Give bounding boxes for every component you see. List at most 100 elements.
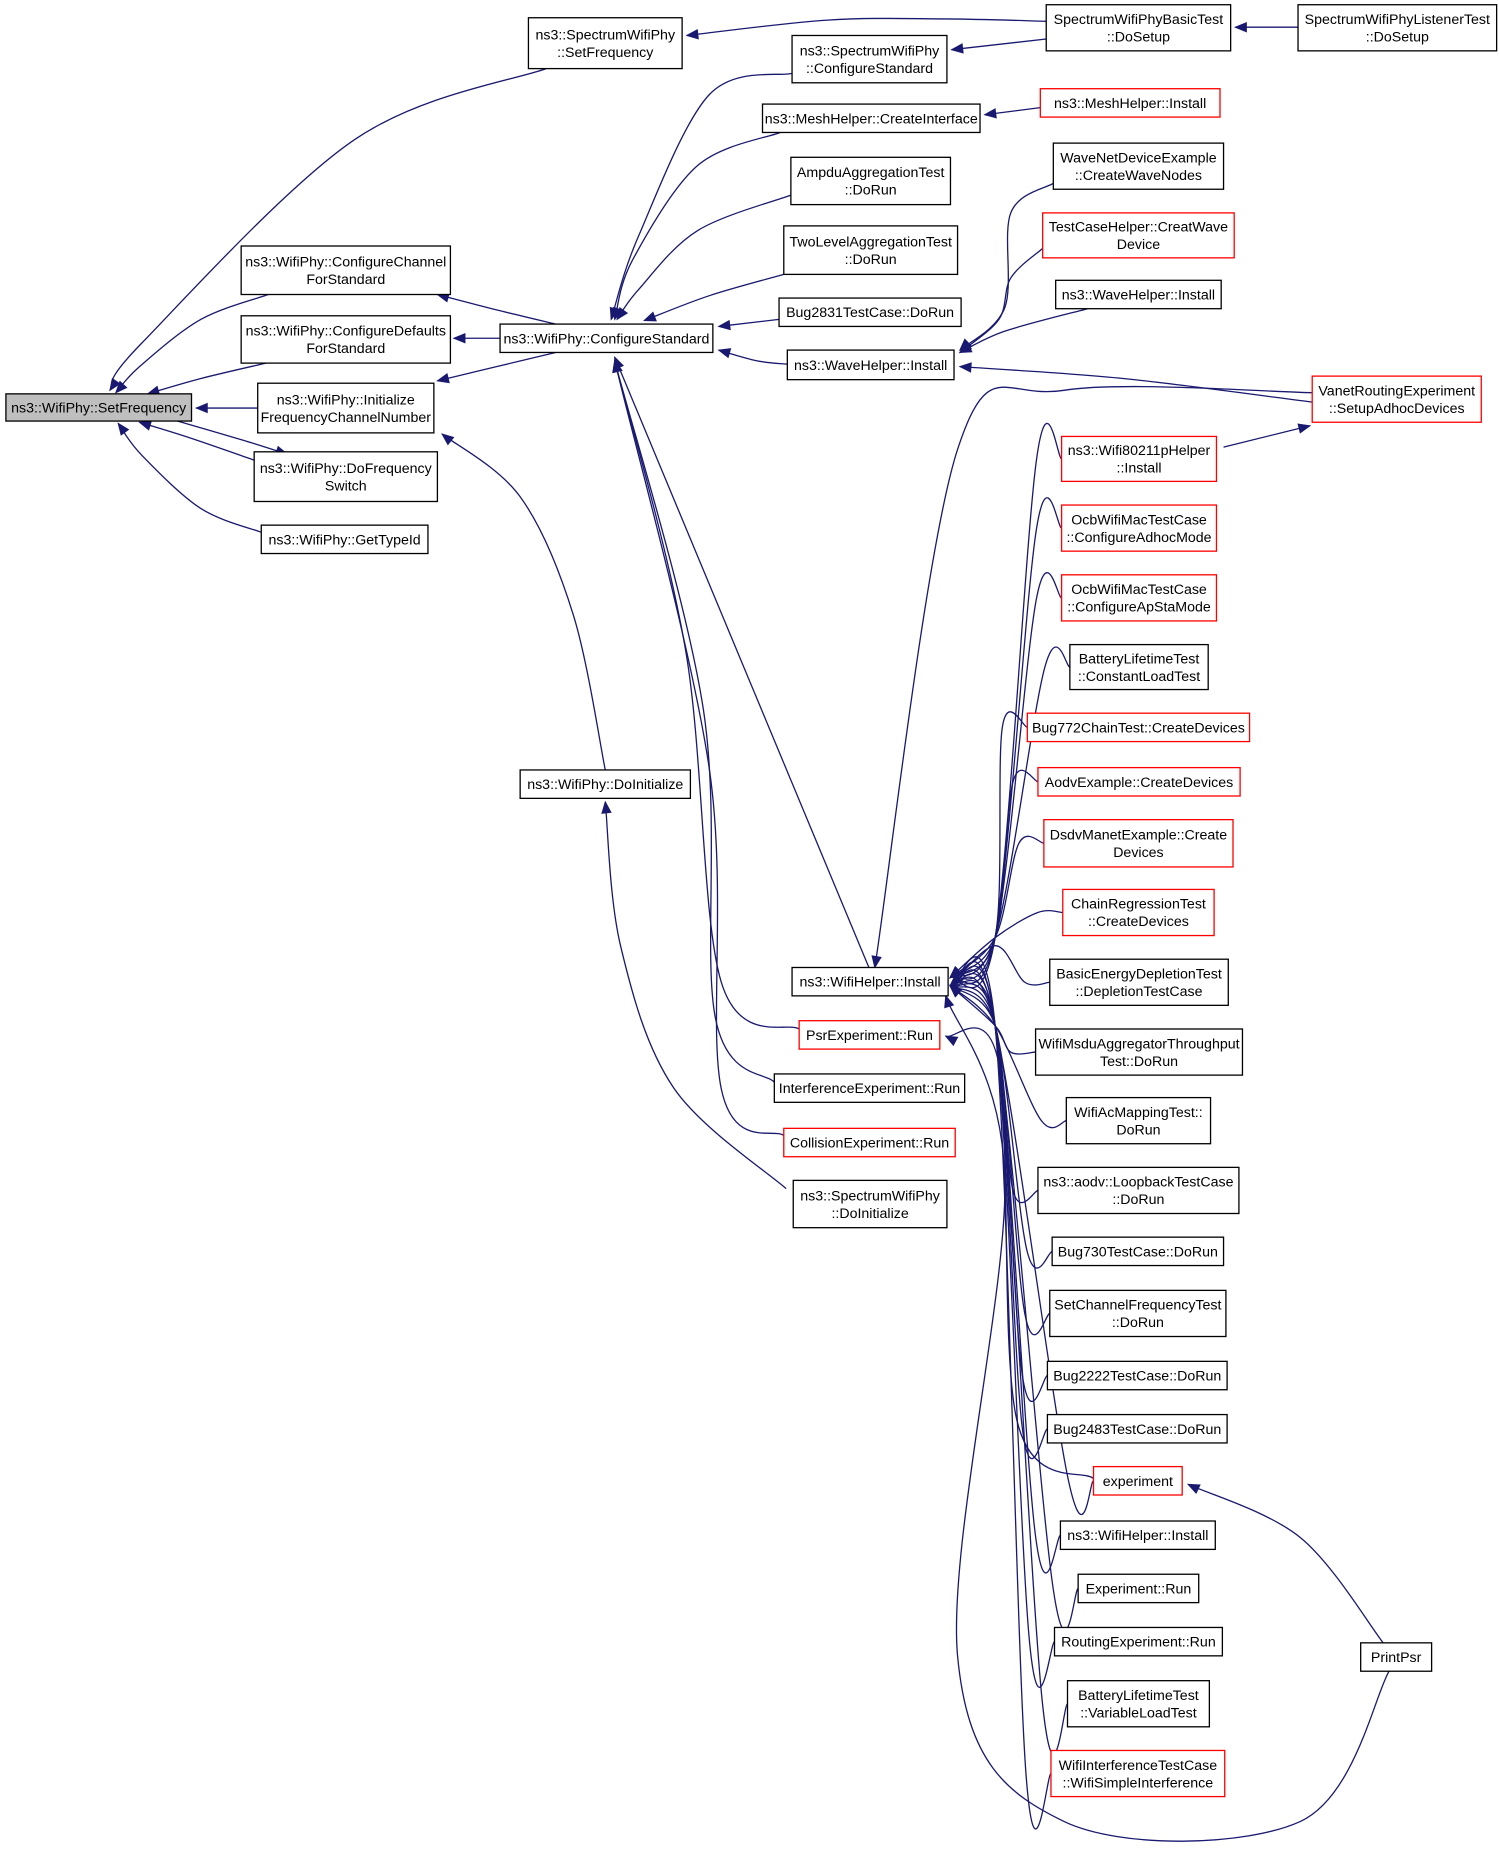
node-basicenergy[interactable]: BasicEnergyDepletionTest::DepletionTestC… [1049,958,1229,1006]
node-cfgch[interactable]: ns3::WifiPhy::ConfigureChannelForStandar… [240,245,452,296]
node-setchfreq[interactable]: SetChannelFrequencyTest::DoRun [1049,1289,1227,1338]
node-label: ns3::WaveHelper::Install [794,358,947,374]
arrowhead-icon [1234,21,1247,33]
call-edge-cfgch-to-setfreq [115,293,269,394]
node-box [798,1020,941,1050]
node-collrun[interactable]: CollisionExperiment::Run [783,1127,956,1158]
node-box [519,769,692,800]
call-edge-specbasic-to-spec_setfreq [686,17,1047,37]
node-specbasic[interactable]: SpectrumWifiPhyBasicTest::DoSetup [1045,4,1232,52]
arrowhead-icon [138,420,153,431]
node-acmapping[interactable]: WifiAcMappingTest::DoRun [1065,1096,1212,1145]
node-chainreg[interactable]: ChainRegressionTest::CreateDevices [1062,888,1215,937]
node-speclistener[interactable]: SpectrumWifiPhyListenerTest::DoSetup [1297,4,1498,52]
node-meshinstall[interactable]: ns3::MeshHelper::Install [1039,88,1221,118]
node-exprun[interactable]: Experiment::Run [1077,1573,1200,1604]
node-interfrun[interactable]: InterferenceExperiment::Run [773,1073,966,1103]
node-routingexp[interactable]: RoutingExperiment::Run [1053,1626,1224,1657]
node-wifihelper2[interactable]: ns3::WifiHelper::Install [1059,1520,1216,1551]
node-label: ::DoRun [1112,1315,1164,1331]
node-label: PrintPsr [1371,1650,1422,1666]
node-box [1059,1520,1216,1551]
node-battvar[interactable]: BatteryLifetimeTest::VariableLoadTest [1066,1680,1211,1728]
node-label: SpectrumWifiPhyBasicTest [1054,12,1224,28]
node-dsdv[interactable]: DsdvManetExample::CreateDevices [1043,818,1234,868]
call-edge-cfgstd-to-initfreq [437,351,556,382]
node-wifiinterf[interactable]: WifiInterferenceTestCase::WifiSimpleInte… [1050,1749,1226,1798]
node-label: experiment [1103,1474,1173,1490]
call-edge-ocbapsta-to-wifihelper [949,572,1063,980]
arrowhead-icon [117,422,130,436]
node-label: ns3::WifiPhy::ConfigureStandard [504,331,710,347]
node-label: BatteryLifetimeTest [1078,1688,1199,1704]
node-label: FrequencyChannelNumber [261,410,432,426]
node-bug2222[interactable]: Bug2222TestCase::DoRun [1046,1360,1228,1391]
node-wifi80211p[interactable]: ns3::Wifi80211pHelper::Install [1060,435,1218,483]
node-label: OcbWifiMacTestCase [1071,512,1207,528]
node-printpsr[interactable]: PrintPsr [1360,1642,1433,1672]
call-edge-wifihelper2-to-wifihelper [949,972,1062,1574]
node-gettypeid[interactable]: ns3::WifiPhy::GetTypeId [260,524,429,555]
node-bug730[interactable]: Bug730TestCase::DoRun [1051,1236,1225,1267]
node-aodvloop[interactable]: ns3::aodv::LoopbackTestCase::DoRun [1037,1166,1240,1215]
node-wifihelper[interactable]: ns3::WifiHelper::Install [791,966,949,997]
node-bug772[interactable]: Bug772ChainTest::CreateDevices [1026,712,1251,743]
node-label: ns3::WifiPhy::ConfigureChannel [245,255,446,271]
node-vanet[interactable]: VanetRoutingExperiment::SetupAdhocDevice… [1311,375,1482,423]
node-box [1037,1166,1240,1215]
node-wavehelper2[interactable]: ns3::WaveHelper::Install [1055,279,1222,310]
node-setfreq[interactable]: ns3::WifiPhy::SetFrequency [5,393,193,422]
node-label: ::DoRun [845,252,897,268]
node-label: ::DepletionTestCase [1076,984,1203,1000]
node-box [5,393,193,422]
arrowhead-icon [194,402,208,414]
arrowhead-icon [944,1035,959,1047]
call-edge-gettypeid-to-setfreq [117,423,262,533]
node-label: WifiInterferenceTestCase [1059,1758,1218,1774]
node-box [1053,1626,1224,1657]
node-battconst[interactable]: BatteryLifetimeTest::ConstantLoadTest [1069,643,1209,691]
node-ocbadhoc[interactable]: OcbWifiMacTestCase::ConfigureAdhocMode [1060,504,1218,552]
node-label: DsdvManetExample::Create [1050,828,1228,844]
node-meshci[interactable]: ns3::MeshHelper::CreateInterface [761,103,981,134]
node-label: ::DoRun [1112,1192,1164,1208]
call-edge-meshci-to-cfgstd [614,131,781,320]
node-spec_cfgstd[interactable]: ns3::SpectrumWifiPhy::ConfigureStandard [791,34,948,84]
call-edge-doinit-to-initfreq [441,433,606,771]
node-wavehelper[interactable]: ns3::WaveHelper::Install [786,349,955,381]
node-box [792,1179,948,1229]
node-box [1046,1413,1228,1444]
node-psrrun[interactable]: PsrExperiment::Run [798,1020,941,1050]
node-doinit[interactable]: ns3::WifiPhy::DoInitialize [519,769,692,800]
node-ampdu[interactable]: AmpduAggregationTest::DoRun [790,156,952,206]
node-twolevel[interactable]: TwoLevelAggregationTest::DoRun [783,225,959,276]
node-box [1051,1236,1225,1267]
node-cfgstd[interactable]: ns3::WifiPhy::ConfigureStandard [499,323,714,354]
node-spec_doinit[interactable]: ns3::SpectrumWifiPhy::DoInitialize [792,1179,948,1229]
nodes-layer: ns3::WifiPhy::SetFrequencyns3::SpectrumW… [5,4,1498,1798]
node-spec_setfreq[interactable]: ns3::SpectrumWifiPhy::SetFrequency [527,17,683,70]
node-box [1043,818,1234,868]
node-wavenetdev[interactable]: WaveNetDeviceExample::CreateWaveNodes [1052,142,1225,190]
node-label: ForStandard [306,272,385,288]
node-label: ::DoInitialize [831,1206,908,1222]
node-aodvex[interactable]: AodvExample::CreateDevices [1037,766,1241,797]
arrowhead-icon [685,29,699,40]
node-label: ns3::WaveHelper::Install [1062,288,1215,304]
node-cfgdef[interactable]: ns3::WifiPhy::ConfigureDefaultsForStanda… [240,315,452,364]
node-label: Bug2483TestCase::DoRun [1053,1422,1221,1438]
node-ocbapsta[interactable]: OcbWifiMacTestCase::ConfigureApStaMode [1060,574,1218,622]
call-edge-bug2483-to-wifihelper [949,979,1049,1460]
node-experiment[interactable]: experiment [1092,1465,1183,1496]
node-initfreq[interactable]: ns3::WifiPhy::InitializeFrequencyChannel… [257,382,435,434]
node-bug2831[interactable]: Bug2831TestCase::DoRun [778,297,962,328]
node-box [1026,712,1251,743]
node-bug2483[interactable]: Bug2483TestCase::DoRun [1046,1413,1228,1444]
node-box [260,524,429,555]
node-label: OcbWifiMacTestCase [1071,582,1207,598]
node-label: ns3::WifiPhy::DoInitialize [527,777,683,793]
